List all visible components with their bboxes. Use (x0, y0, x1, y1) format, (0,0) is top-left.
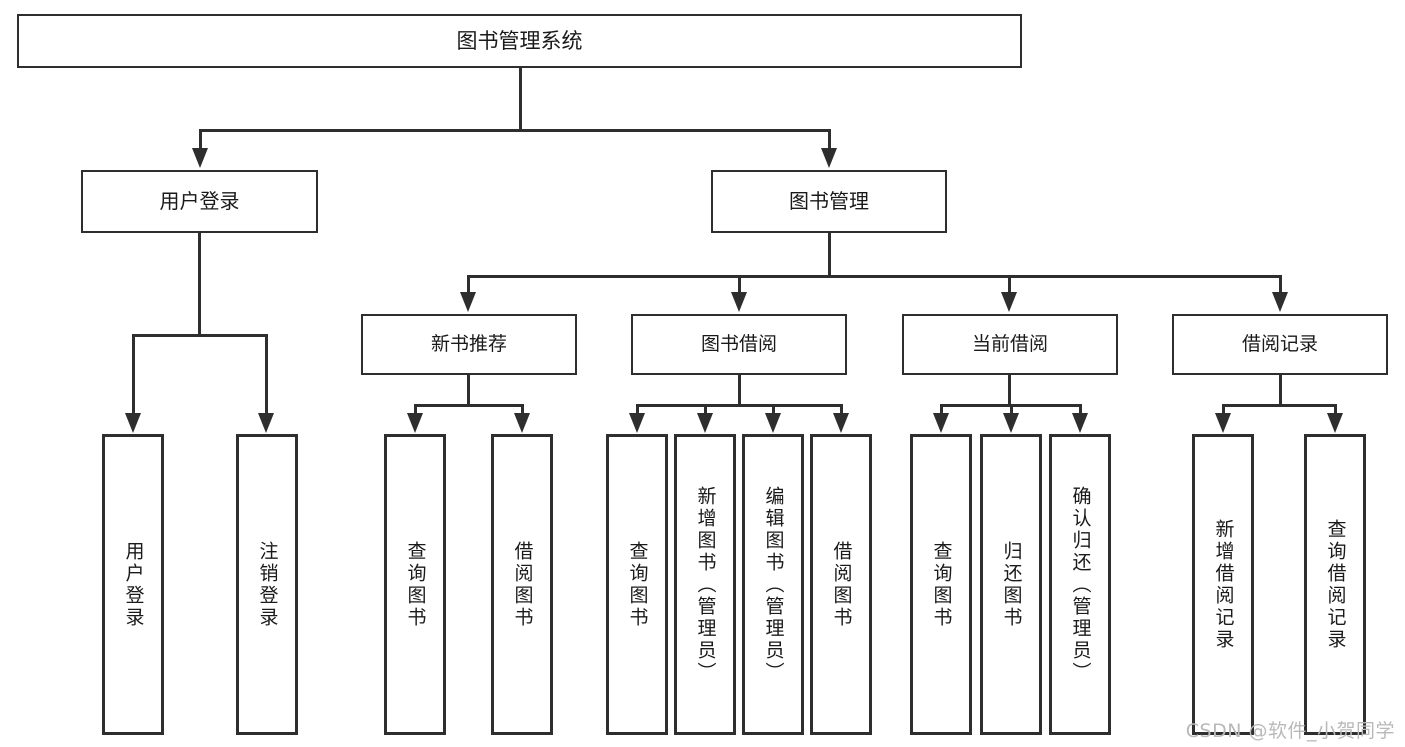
connector-new-book-bus (414, 404, 524, 407)
node-leaf-return-book[interactable]: 归还图书 (980, 434, 1042, 735)
arrow-book-manage-to-borrow-record (1272, 292, 1288, 312)
connector-new-book-to-leaf-1 (414, 404, 417, 419)
node-leaf-add-book-label: 新增图书（管理员） (694, 485, 717, 684)
connector-borrow-record-to-leaf-1 (1222, 404, 1225, 419)
node-leaf-edit-book[interactable]: 编辑图书（管理员） (742, 434, 804, 735)
arrow-user-login-to-leaf-2 (258, 413, 274, 433)
arrow-book-borrow-to-leaf-2 (697, 413, 713, 433)
arrow-book-borrow-to-leaf-3 (765, 413, 781, 433)
connector-user-login-trunk (198, 233, 201, 337)
node-current-borrow[interactable]: 当前借阅 (902, 314, 1118, 375)
node-leaf-edit-book-label: 编辑图书（管理员） (762, 485, 785, 684)
node-leaf-query-book-2-label: 查询图书 (626, 540, 649, 629)
node-leaf-user-login-label: 用户登录 (122, 540, 145, 629)
arrow-book-manage-to-current-borrow (1001, 292, 1017, 312)
connector-book-manage-to-new-book (467, 275, 470, 297)
arrow-current-borrow-to-leaf-3 (1072, 413, 1088, 433)
connector-book-manage-to-borrow-record (1279, 275, 1282, 297)
arrow-root-to-user-login (192, 148, 208, 168)
node-leaf-query-book-1-label: 查询图书 (404, 540, 427, 629)
connector-book-borrow-trunk (738, 375, 741, 406)
connector-book-borrow-to-leaf-3 (772, 404, 775, 419)
node-leaf-query-book-3-label: 查询图书 (930, 540, 953, 629)
node-leaf-user-logout-label: 注销登录 (256, 540, 279, 629)
connector-new-book-trunk (467, 375, 470, 406)
node-leaf-query-record[interactable]: 查询借阅记录 (1304, 434, 1366, 735)
arrow-new-book-to-leaf-2 (514, 413, 530, 433)
node-leaf-user-login[interactable]: 用户登录 (102, 434, 164, 735)
node-root[interactable]: 图书管理系统 (17, 14, 1022, 68)
node-leaf-query-book-1[interactable]: 查询图书 (384, 434, 446, 735)
node-borrow-record[interactable]: 借阅记录 (1172, 314, 1388, 375)
connector-current-borrow-trunk (1008, 375, 1011, 406)
connector-book-manage-to-current-borrow (1008, 275, 1011, 297)
node-book-borrow[interactable]: 图书借阅 (631, 314, 847, 375)
connector-root-to-book-manage (828, 129, 831, 154)
node-new-book-recommend[interactable]: 新书推荐 (361, 314, 577, 375)
connector-borrow-record-trunk (1279, 375, 1282, 406)
arrow-borrow-record-to-leaf-2 (1327, 413, 1343, 433)
node-root-label: 图书管理系统 (456, 28, 583, 53)
connector-book-borrow-to-leaf-4 (840, 404, 843, 419)
connector-current-borrow-to-leaf-2 (1010, 404, 1013, 419)
arrow-book-manage-to-book-borrow (731, 292, 747, 312)
connector-current-borrow-to-leaf-3 (1079, 404, 1082, 419)
node-leaf-confirm-return[interactable]: 确认归还（管理员） (1049, 434, 1111, 735)
connector-book-borrow-to-leaf-1 (636, 404, 639, 419)
arrow-borrow-record-to-leaf-1 (1215, 413, 1231, 433)
arrow-user-login-to-leaf-1 (125, 413, 141, 433)
node-book-borrow-label: 图书借阅 (700, 332, 777, 355)
node-leaf-borrow-book-2[interactable]: 借阅图书 (810, 434, 872, 735)
connector-borrow-record-to-leaf-2 (1334, 404, 1337, 419)
node-leaf-borrow-book-1-label: 借阅图书 (511, 540, 534, 629)
connector-book-manage-trunk (828, 233, 831, 277)
connector-current-borrow-to-leaf-1 (940, 404, 943, 419)
connector-borrow-record-bus (1222, 404, 1337, 407)
arrow-root-to-book-manage (821, 148, 837, 168)
connector-root-to-user-login (199, 129, 202, 154)
node-user-login-label: 用户登录 (159, 189, 240, 213)
arrow-current-borrow-to-leaf-1 (933, 413, 949, 433)
node-new-book-recommend-label: 新书推荐 (430, 332, 507, 355)
node-leaf-query-record-label: 查询借阅记录 (1324, 518, 1347, 651)
arrow-new-book-to-leaf-1 (407, 413, 423, 433)
node-leaf-borrow-book-1[interactable]: 借阅图书 (491, 434, 553, 735)
connector-user-login-bus (132, 334, 267, 337)
node-current-borrow-label: 当前借阅 (971, 332, 1048, 355)
node-user-login[interactable]: 用户登录 (81, 170, 318, 233)
connector-book-manage-to-book-borrow (738, 275, 741, 297)
arrow-book-borrow-to-leaf-4 (833, 413, 849, 433)
connector-root-bus (199, 129, 831, 132)
node-leaf-add-record[interactable]: 新增借阅记录 (1192, 434, 1254, 735)
node-leaf-query-book-3[interactable]: 查询图书 (910, 434, 972, 735)
connector-root-trunk (519, 68, 522, 131)
node-leaf-add-record-label: 新增借阅记录 (1212, 518, 1235, 651)
node-leaf-user-logout[interactable]: 注销登录 (236, 434, 298, 735)
connector-user-login-to-leaf-2 (265, 334, 268, 419)
node-book-manage[interactable]: 图书管理 (711, 170, 947, 233)
connector-new-book-to-leaf-2 (521, 404, 524, 419)
arrow-book-borrow-to-leaf-1 (629, 413, 645, 433)
arrow-book-manage-to-new-book (460, 292, 476, 312)
arrow-current-borrow-to-leaf-2 (1003, 413, 1019, 433)
connector-book-borrow-bus (636, 404, 842, 407)
node-book-manage-label: 图书管理 (789, 189, 869, 213)
node-leaf-query-book-2[interactable]: 查询图书 (606, 434, 668, 735)
watermark: CSDN @软件_小贺同学 (1185, 720, 1395, 742)
node-leaf-return-book-label: 归还图书 (1000, 540, 1023, 629)
node-leaf-add-book[interactable]: 新增图书（管理员） (674, 434, 736, 735)
connector-user-login-to-leaf-1 (132, 334, 135, 419)
node-leaf-confirm-return-label: 确认归还（管理员） (1069, 485, 1092, 684)
node-borrow-record-label: 借阅记录 (1241, 332, 1318, 355)
connector-book-borrow-to-leaf-2 (704, 404, 707, 419)
node-leaf-borrow-book-2-label: 借阅图书 (830, 540, 853, 629)
connector-book-manage-bus (467, 275, 1279, 278)
